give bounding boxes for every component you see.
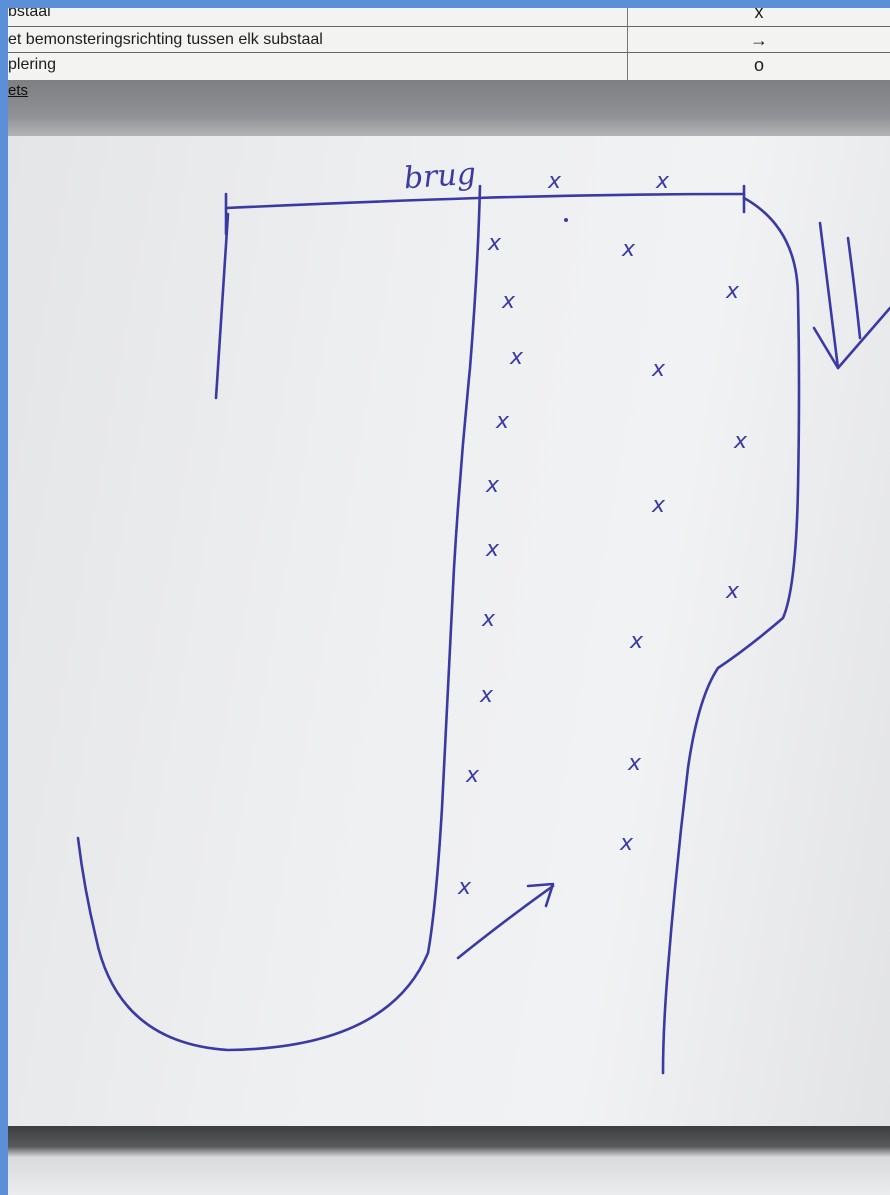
sample-mark: x (485, 537, 500, 562)
sample-mark: x (619, 831, 634, 856)
sample-mark: x (651, 357, 666, 382)
sample-mark: x (655, 169, 670, 194)
ink-dot (564, 218, 568, 222)
left-bank-upper (216, 214, 228, 398)
photo: bstaal x et bemonsteringsrichting tussen… (8, 8, 890, 1195)
sample-mark: x (725, 279, 740, 304)
sample-mark: x (501, 289, 516, 314)
bridge-line (226, 194, 744, 208)
sample-mark: x (733, 429, 748, 454)
sample-mark: x (495, 409, 510, 434)
sample-mark: x (629, 629, 644, 654)
sample-mark: x (465, 763, 480, 788)
sample-mark: x (509, 345, 524, 370)
flow-arrow-head (814, 308, 890, 368)
bridge-label: brug (403, 156, 477, 196)
sample-mark: x (621, 237, 636, 262)
right-bank-line (663, 198, 799, 1073)
sample-mark: x (725, 579, 740, 604)
sample-mark: x (485, 473, 500, 498)
flow-arrow-shaft (848, 238, 860, 338)
sample-mark: x (479, 683, 494, 708)
sample-mark: x (457, 875, 472, 900)
sample-mark: x (651, 493, 666, 518)
flow-arrow-shaft (820, 223, 838, 368)
sample-mark: x (627, 751, 642, 776)
sample-mark: x (487, 231, 502, 256)
left-bank-line (78, 186, 480, 1050)
direction-arrow-shaft (458, 886, 553, 958)
sample-mark: x (481, 607, 496, 632)
sample-mark: x (547, 169, 562, 194)
hand-sketch: brug x x x x x x x x x x x x x x x x x x… (8, 8, 890, 1195)
